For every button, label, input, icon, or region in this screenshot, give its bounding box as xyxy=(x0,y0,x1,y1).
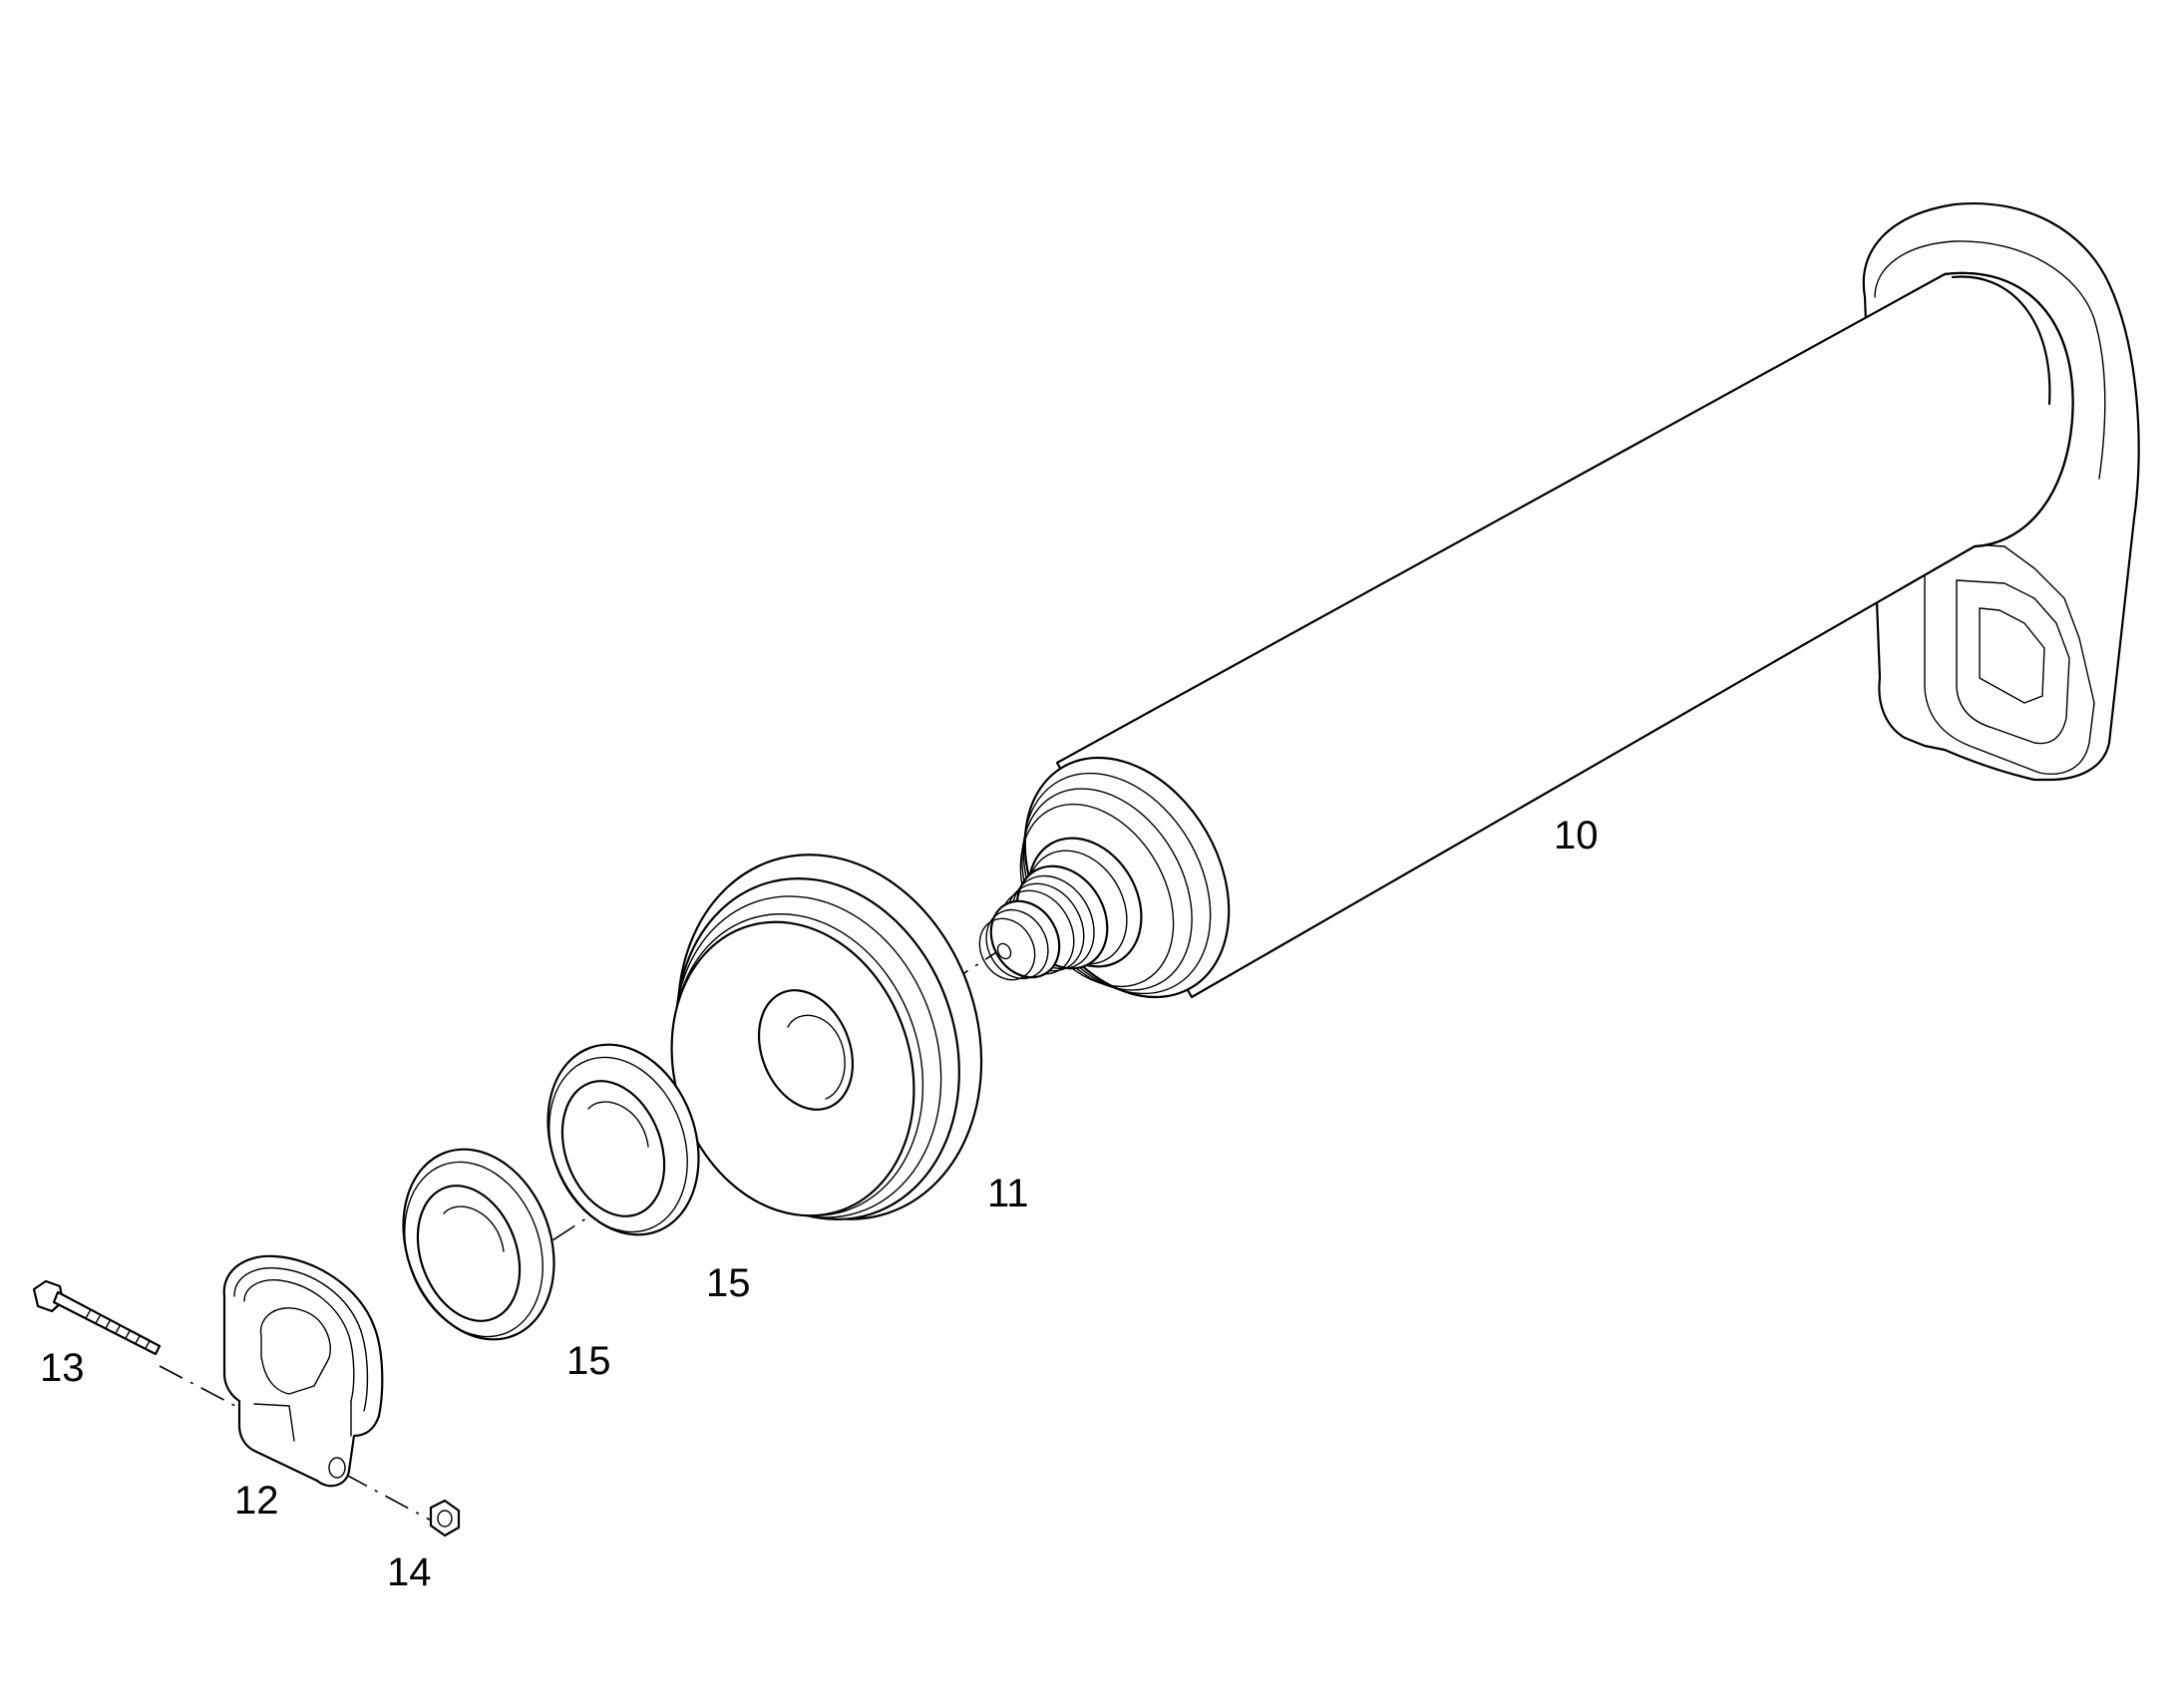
part-15-washer-b xyxy=(402,1148,555,1341)
part-11-roller xyxy=(670,854,983,1220)
part-14-nut xyxy=(429,1499,461,1537)
part-15-washer-a xyxy=(546,1043,700,1236)
label-part-15-lower: 15 xyxy=(566,1339,611,1383)
label-part-11: 11 xyxy=(987,1172,1029,1215)
label-part-12: 12 xyxy=(234,1479,279,1523)
label-part-15-upper: 15 xyxy=(706,1261,751,1305)
label-part-13: 13 xyxy=(40,1346,85,1390)
part-12-clamp xyxy=(222,1254,384,1488)
label-part-10: 10 xyxy=(1554,814,1599,857)
part-10-bracket-tube xyxy=(978,202,2140,999)
label-part-14: 14 xyxy=(387,1550,432,1594)
part-13-bolt xyxy=(32,1279,162,1356)
